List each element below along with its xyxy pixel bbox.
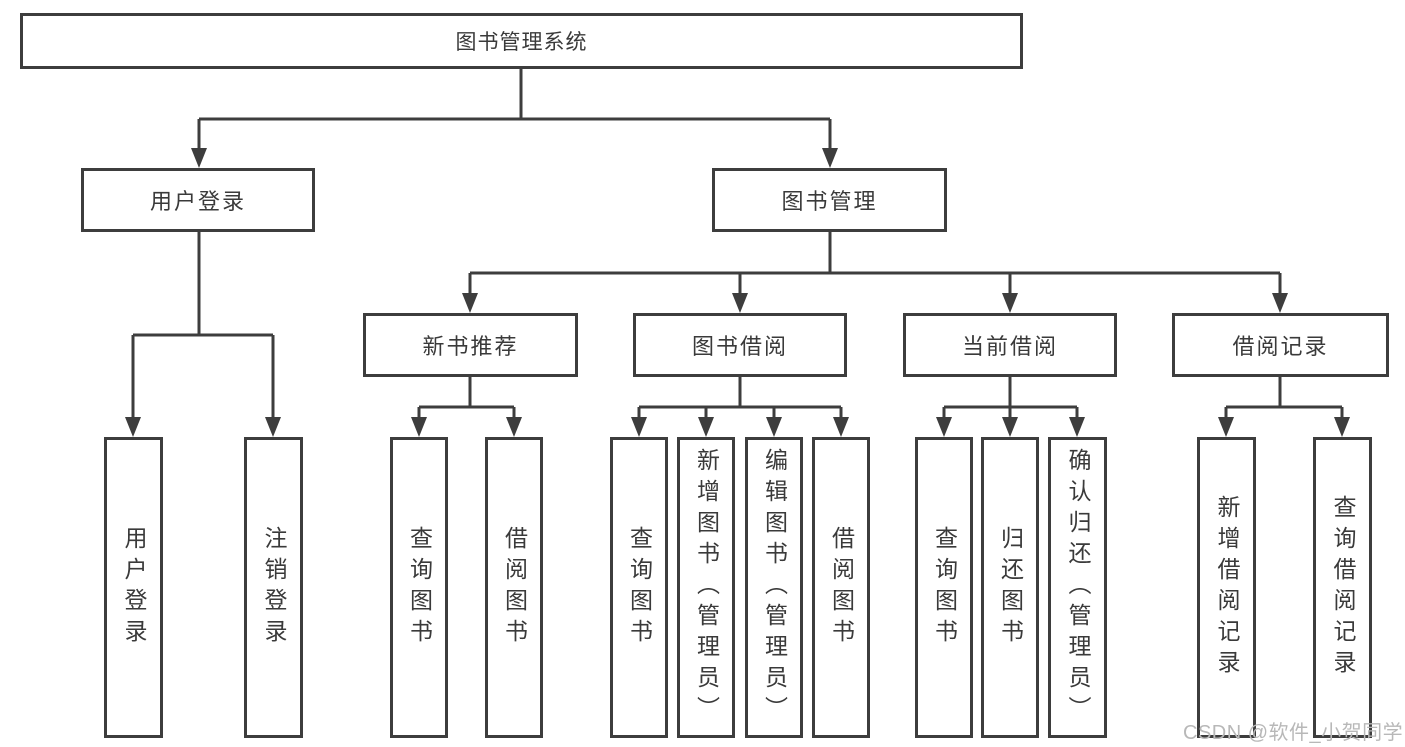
node-book-management: 图书管理: [712, 168, 947, 232]
node-book-borrowing: 图书借阅: [633, 313, 847, 377]
node-label: 注销登录: [261, 525, 287, 650]
node-label: 新书推荐: [422, 334, 519, 359]
leaf-borrow-borrow-books: 借阅图书: [812, 437, 870, 738]
node-label: 借阅记录: [1232, 334, 1329, 359]
watermark: CSDN @软件_小贺同学: [1183, 722, 1404, 744]
node-borrowing-records: 借阅记录: [1172, 313, 1389, 377]
node-label: 借阅图书: [828, 525, 855, 650]
node-label: 图书管理系统: [455, 31, 588, 54]
node-label: 确认归还（管理员）: [1065, 448, 1091, 727]
node-label: 归还图书: [997, 525, 1024, 650]
node-label: 图书管理: [781, 189, 878, 214]
node-label: 新增借阅记录: [1214, 494, 1240, 681]
leaf-rec-borrow-books: 借阅图书: [485, 437, 543, 738]
node-label: 图书借阅: [691, 334, 788, 359]
node-label: 查询借阅记录: [1330, 494, 1356, 681]
node-label: 新增图书（管理员）: [693, 448, 720, 727]
leaf-records-query-record: 查询借阅记录: [1313, 437, 1372, 738]
node-library-system: 图书管理系统: [20, 13, 1023, 69]
node-label: 当前借阅: [961, 334, 1058, 359]
leaf-logout: 注销登录: [244, 437, 303, 738]
leaf-records-add-record: 新增借阅记录: [1197, 437, 1256, 738]
leaf-borrow-edit-books: 编辑图书（管理员）: [745, 437, 803, 738]
leaf-rec-query-books: 查询图书: [390, 437, 448, 738]
node-label: 编辑图书（管理员）: [761, 448, 788, 727]
leaf-user-login: 用户登录: [104, 437, 163, 738]
node-label: 借阅图书: [501, 525, 528, 650]
node-new-book-recommend: 新书推荐: [363, 313, 578, 377]
node-label: 用户登录: [121, 525, 147, 650]
node-user-login: 用户登录: [81, 168, 315, 232]
connector-path: [131, 69, 1344, 419]
node-label: 查询图书: [931, 525, 958, 650]
node-label: 查询图书: [626, 525, 653, 650]
node-label: 查询图书: [406, 525, 433, 650]
node-label: 用户登录: [149, 189, 246, 214]
leaf-borrow-query-books: 查询图书: [610, 437, 668, 738]
node-current-borrowing: 当前借阅: [903, 313, 1117, 377]
leaf-current-query-books: 查询图书: [915, 437, 973, 738]
leaf-borrow-add-books: 新增图书（管理员）: [677, 437, 735, 738]
leaf-current-return-books: 归还图书: [981, 437, 1039, 738]
leaf-current-confirm-return: 确认归还（管理员）: [1048, 437, 1107, 738]
